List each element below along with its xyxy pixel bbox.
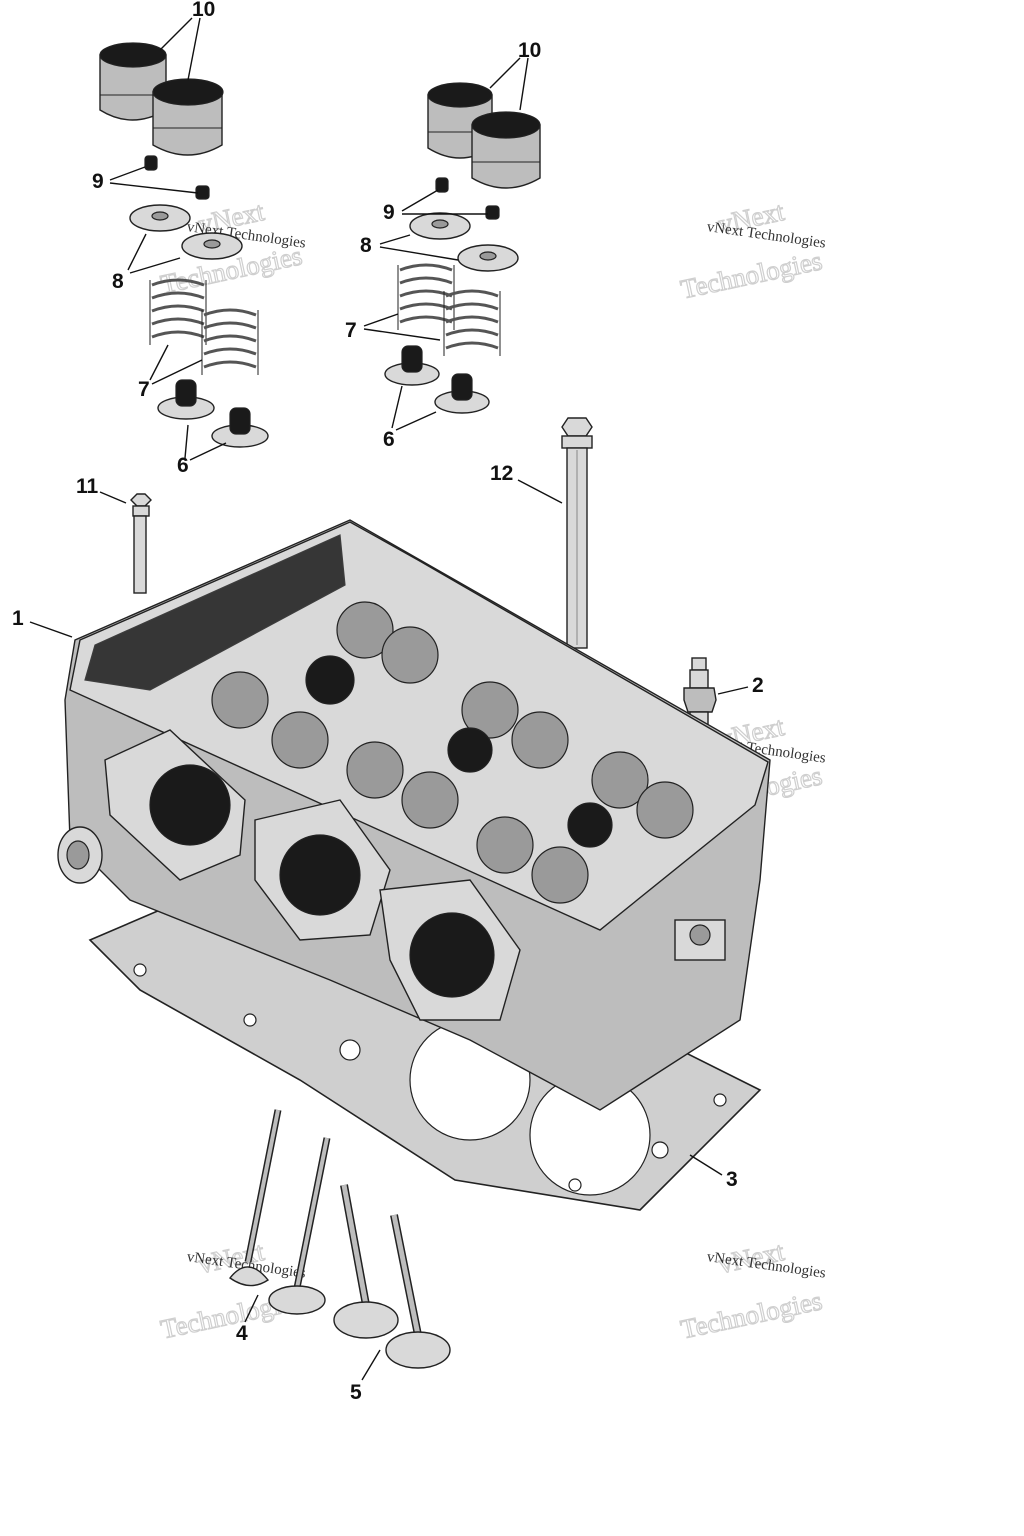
valve-spring-left-a <box>149 278 207 345</box>
callout-8-right: 8 <box>360 234 372 257</box>
exhaust-valve-a <box>333 1184 399 1339</box>
svg-text:Technologies: Technologies <box>678 1285 825 1344</box>
tappet-bucket-left-b <box>152 78 224 156</box>
valve-stem-seal-left <box>157 379 269 448</box>
svg-text:Technologies: Technologies <box>678 245 825 304</box>
valve-spring-left-b <box>201 308 259 375</box>
callout-9-left: 9 <box>92 170 104 193</box>
callout-8-left: 8 <box>112 270 124 293</box>
valve-keeper-left <box>144 155 210 200</box>
callout-7-left: 7 <box>138 378 150 401</box>
callout-11: 11 <box>76 475 99 498</box>
cylinder-head-gasket <box>88 879 762 1211</box>
spring-retainer-right <box>409 212 519 272</box>
watermark-bottom-right: vNext Technologies vNext Technologies <box>677 1235 826 1345</box>
callout-6-left: 6 <box>177 454 189 477</box>
callout-10-right: 10 <box>518 39 541 62</box>
valve-spring-right-b <box>443 289 501 356</box>
fitting-plug <box>683 657 717 727</box>
spring-retainer-left <box>129 204 243 260</box>
callout-labels: 1 2 3 4 5 6 6 7 7 8 8 9 9 10 10 11 12 <box>12 0 764 1404</box>
callout-5: 5 <box>350 1381 362 1404</box>
watermark-top-right: vNext Technologies vNext Technologies <box>677 195 826 305</box>
callout-12: 12 <box>490 462 513 485</box>
long-cylinder-head-bolt <box>561 417 593 649</box>
exhaust-valve-b <box>385 1214 451 1369</box>
short-bolt <box>130 493 152 594</box>
callout-7-right: 7 <box>345 319 357 342</box>
valve-stem-seal-right <box>384 345 490 414</box>
callout-2: 2 <box>752 674 764 697</box>
callout-9-right: 9 <box>383 201 395 224</box>
callout-1: 1 <box>12 607 24 630</box>
tappet-bucket-right-b <box>471 111 541 189</box>
valve-keeper-right <box>435 177 500 220</box>
callout-4: 4 <box>236 1322 248 1345</box>
intake-valve-b <box>268 1137 331 1315</box>
leader-lines <box>29 17 749 1381</box>
valve-spring-right-a <box>397 263 455 330</box>
callout-6-right: 6 <box>383 428 395 451</box>
intake-valve-a <box>228 1109 282 1287</box>
callout-10-left: 10 <box>192 0 215 21</box>
callout-3: 3 <box>726 1168 738 1191</box>
cylinder-head <box>57 519 771 1111</box>
